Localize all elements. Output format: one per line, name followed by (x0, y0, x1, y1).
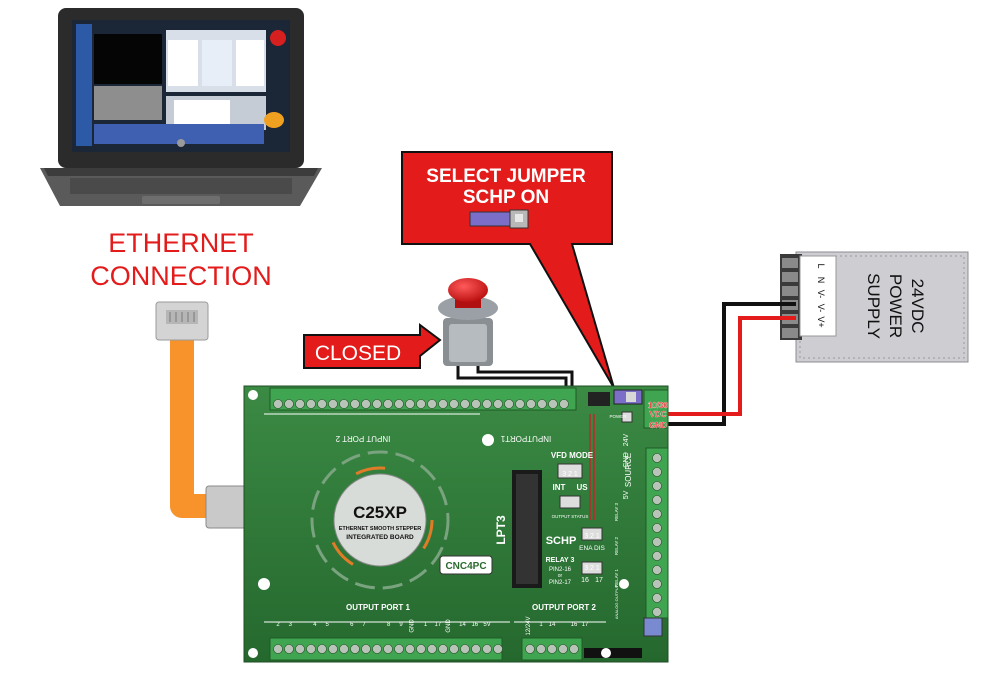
brand-logo: CNC4PC (445, 561, 486, 572)
output-port-1-pin-label: 14 (459, 622, 466, 628)
relay3-label: RELAY 3 (546, 557, 575, 564)
side-analog-label: ANALOG OUTPUT (614, 584, 619, 619)
output-port-1-pin-label: 17 (435, 622, 442, 628)
output-port-1-pin-labels: 2 3 4 5 6 7 8 9 GND 1 17 GND 14 16 5V (276, 619, 490, 633)
output-port-1-pin-label: 2 (276, 622, 280, 628)
relay-pins-label: 3 2 1 (584, 565, 600, 572)
board-subtitle-1: ETHERNET SMOOTH STEPPER (339, 526, 422, 532)
psu-terminal-labels: L N V- V- V+ (816, 263, 826, 327)
callout-line-1: SELECT JUMPER (426, 166, 586, 187)
output-port-2-pin-label: 14 (549, 622, 556, 628)
schp-label: SCHP (546, 535, 577, 547)
output-port-2-pin-label: 12/24V (526, 616, 532, 635)
output-port-1-pin-label: 5V (483, 622, 490, 628)
psu-terminal-label: V- (816, 304, 826, 313)
output-port-1-pin-label: 7 (362, 622, 366, 628)
side-relay1-label: RELAY 1 (614, 568, 619, 587)
output-port-2-pin-label: 16 (571, 622, 578, 628)
pin2-17-label: PIN2-17 (549, 580, 572, 586)
output-port-1-pin-label: GND (409, 619, 415, 633)
ethernet-label-line-1: ETHERNET (108, 228, 254, 258)
pin-17-label: 17 (595, 577, 603, 584)
input-port-1-label: INPUTPORT1 (500, 434, 551, 443)
side-relay3-label: RELAY 3 (614, 502, 619, 521)
psu-terminal-label: N (816, 277, 826, 284)
output-port-2-pin-labels: 12/24V 1 14 16 17 (526, 616, 589, 635)
laptop (40, 8, 322, 206)
output-port-1-pin-label: 4 (313, 622, 317, 628)
board-model: C25XP (353, 503, 407, 522)
c25xp-board (243, 385, 669, 663)
lpt3-label: LPT3 (494, 515, 508, 545)
psu-line-3: SUPPLY (864, 273, 883, 339)
output-port-2-pin-label: 1 (539, 622, 543, 628)
output-port-1-label: OUTPUT PORT 1 (346, 603, 411, 612)
source-gnd-label: GND (623, 452, 630, 468)
output-port-1-pin-label: 16 (471, 622, 478, 628)
output-port-1-pin-label: 3 (289, 622, 293, 628)
vfd-mode-label: VFD MODE (551, 451, 594, 460)
output-port-2-label: OUTPUT PORT 2 (532, 603, 597, 612)
us-label: US (576, 483, 588, 492)
vdc-label: VDC (650, 410, 667, 419)
output-port-1-pin-label: 6 (350, 622, 354, 628)
callout-line-2: SCHP ON (463, 187, 549, 208)
output-port-1-pin-label: 5 (326, 622, 330, 628)
output-port-2-pin-label: 17 (582, 622, 589, 628)
input-port-2-label: INPUT PORT 2 (335, 434, 390, 443)
psu-terminal-label: L (816, 263, 826, 268)
vdc-range-label: 10/30 (648, 401, 669, 410)
psu-terminal-label: V- (816, 290, 826, 299)
output-port-1-pin-label: GND (446, 619, 452, 633)
psu-terminal-label: V+ (816, 316, 826, 327)
closed-label: CLOSED (315, 342, 401, 365)
power-wires (668, 302, 796, 426)
psu-line-2: POWER (886, 274, 905, 338)
output-port-1-pin-label: 9 (399, 622, 403, 628)
source-5v-label: 5V (623, 490, 630, 499)
side-relay2-label: RELAY 2 (614, 536, 619, 555)
power-led-label: POWER (609, 414, 627, 419)
ethernet-cable (155, 301, 247, 529)
int-label: INT (553, 483, 566, 492)
vfd-pins-label: 3 2 1 (562, 471, 578, 478)
schp-pins-label: 3 2 1 (584, 533, 600, 540)
output-port-1-pin-label: 1 (424, 622, 428, 628)
psu-line-1: 24VDC (908, 279, 927, 334)
source-24v-label: 24V (623, 433, 630, 446)
gnd-label: GND (649, 421, 667, 430)
red-button-cap-icon (448, 278, 488, 302)
jumper-callout (401, 151, 615, 389)
output-port-1-pin-label: 8 (387, 622, 391, 628)
or-label: or (558, 573, 563, 579)
ena-dis-label: ENA DIS (579, 545, 605, 552)
closed-callout (303, 323, 442, 369)
pin2-16-label: PIN2-16 (549, 567, 572, 573)
source-label: SOURCE (624, 453, 633, 487)
estop-button (438, 278, 574, 392)
ethernet-label-line-2: CONNECTION (90, 261, 272, 291)
pin-16-label: 16 (581, 577, 589, 584)
output-status-label: OUTPUT STATUS (552, 514, 589, 519)
board-subtitle-2: INTEGRATED BOARD (346, 534, 414, 541)
